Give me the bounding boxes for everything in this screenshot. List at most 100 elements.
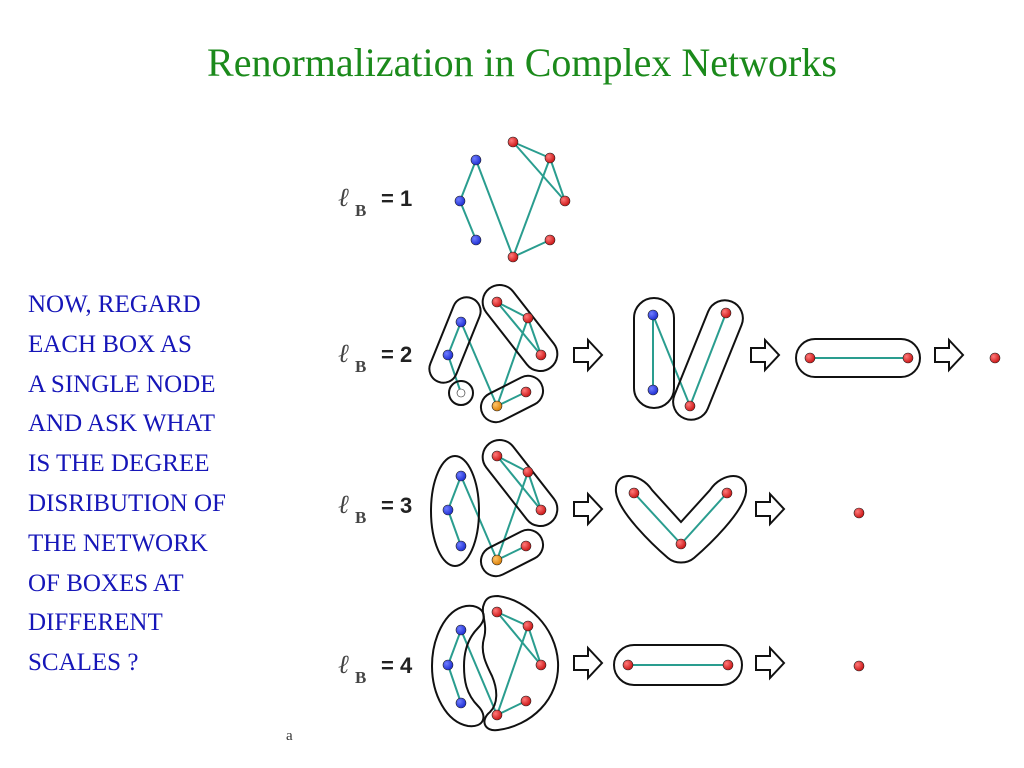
node	[535, 504, 547, 516]
row-label-2: ℓ B = 2	[338, 339, 412, 376]
box	[481, 438, 559, 528]
network-lb2	[428, 283, 1001, 424]
renormalized-network	[613, 644, 743, 686]
node	[470, 154, 482, 166]
node	[456, 388, 466, 398]
box-outlines	[430, 594, 560, 732]
single-node	[989, 352, 1001, 364]
arrow-right-icon	[573, 337, 604, 373]
scale-value: = 2	[381, 342, 412, 367]
subscript-b: B	[355, 508, 366, 527]
node	[522, 466, 534, 478]
scale-value: = 3	[381, 493, 412, 518]
single-node	[853, 507, 865, 519]
box	[430, 455, 480, 567]
node	[507, 251, 519, 263]
node	[628, 487, 640, 499]
node	[491, 554, 503, 566]
node	[559, 195, 571, 207]
box	[481, 283, 559, 373]
explanation-line: THE NETWORK	[28, 529, 208, 557]
explanation-line: IS THE DEGREE	[28, 450, 210, 478]
scale-value: = 4	[381, 653, 413, 678]
row-label-3: ℓ B = 3	[338, 490, 412, 527]
network-edges	[459, 141, 566, 258]
single-node	[853, 660, 865, 672]
node	[455, 470, 467, 482]
box	[795, 338, 921, 378]
box-outlines	[430, 438, 559, 578]
node	[491, 450, 503, 462]
node	[491, 296, 503, 308]
box	[614, 475, 748, 564]
node	[491, 606, 503, 618]
ell-symbol: ℓ	[338, 339, 349, 369]
node	[455, 624, 467, 636]
explanation-line: DISRIBUTION OF	[28, 489, 226, 517]
node	[442, 504, 454, 516]
scale-value: = 1	[381, 186, 412, 211]
box-outlines	[428, 283, 559, 424]
explanation-line: AND ASK WHAT	[28, 410, 216, 438]
subscript-b: B	[355, 357, 366, 376]
explanation-text: NOW, REGARD EACH BOX AS A SINGLE NODE AN…	[28, 285, 318, 683]
box	[672, 299, 744, 421]
subscript-b: B	[355, 201, 366, 220]
box	[481, 594, 560, 732]
subscript-b: B	[355, 668, 366, 687]
node	[647, 309, 659, 321]
node	[902, 352, 914, 364]
node	[442, 659, 454, 671]
node	[455, 540, 467, 552]
node	[455, 316, 467, 328]
node	[535, 659, 547, 671]
node	[622, 659, 634, 671]
renormalized-network	[795, 338, 921, 378]
ell-symbol: ℓ	[338, 183, 349, 213]
arrow-right-icon	[750, 337, 781, 373]
ell-symbol: ℓ	[338, 650, 349, 680]
arrow-right-icon	[573, 645, 604, 681]
node	[520, 540, 532, 552]
row-label-1: ℓ B = 1	[338, 183, 412, 220]
explanation-line: OF BOXES AT	[28, 569, 184, 597]
node	[722, 659, 734, 671]
network-edges	[447, 611, 542, 716]
node	[455, 697, 467, 709]
node	[470, 234, 482, 246]
box	[479, 374, 545, 424]
network-lb3	[430, 438, 865, 578]
network-lb4	[430, 594, 865, 732]
box	[430, 604, 485, 728]
network-lb1	[454, 136, 571, 263]
renormalized-network	[614, 475, 748, 564]
node	[522, 312, 534, 324]
box	[633, 297, 675, 409]
node	[442, 349, 454, 361]
box	[448, 380, 474, 406]
explanation-line: DIFFERENT	[28, 609, 163, 637]
arrow-right-icon	[573, 491, 604, 527]
explanation-line: SCALES ?	[28, 649, 139, 677]
ell-symbol: ℓ	[338, 490, 349, 520]
arrow-right-icon	[755, 491, 786, 527]
explanation-line: A SINGLE NODE	[28, 370, 216, 398]
node	[721, 487, 733, 499]
node	[520, 386, 532, 398]
explanation-line: EACH BOX AS	[28, 330, 192, 358]
node	[507, 136, 519, 148]
arrow-right-icon	[934, 337, 965, 373]
node	[522, 620, 534, 632]
node	[544, 152, 556, 164]
node	[684, 400, 696, 412]
row-label-4: ℓ B = 4	[338, 650, 413, 687]
panel-label: a	[286, 728, 293, 744]
node	[491, 709, 503, 721]
node	[520, 695, 532, 707]
slide-title: Renormalization in Complex Networks	[207, 40, 837, 85]
renormalized-network	[633, 297, 744, 421]
node	[675, 538, 687, 550]
box	[613, 644, 743, 686]
node	[544, 234, 556, 246]
